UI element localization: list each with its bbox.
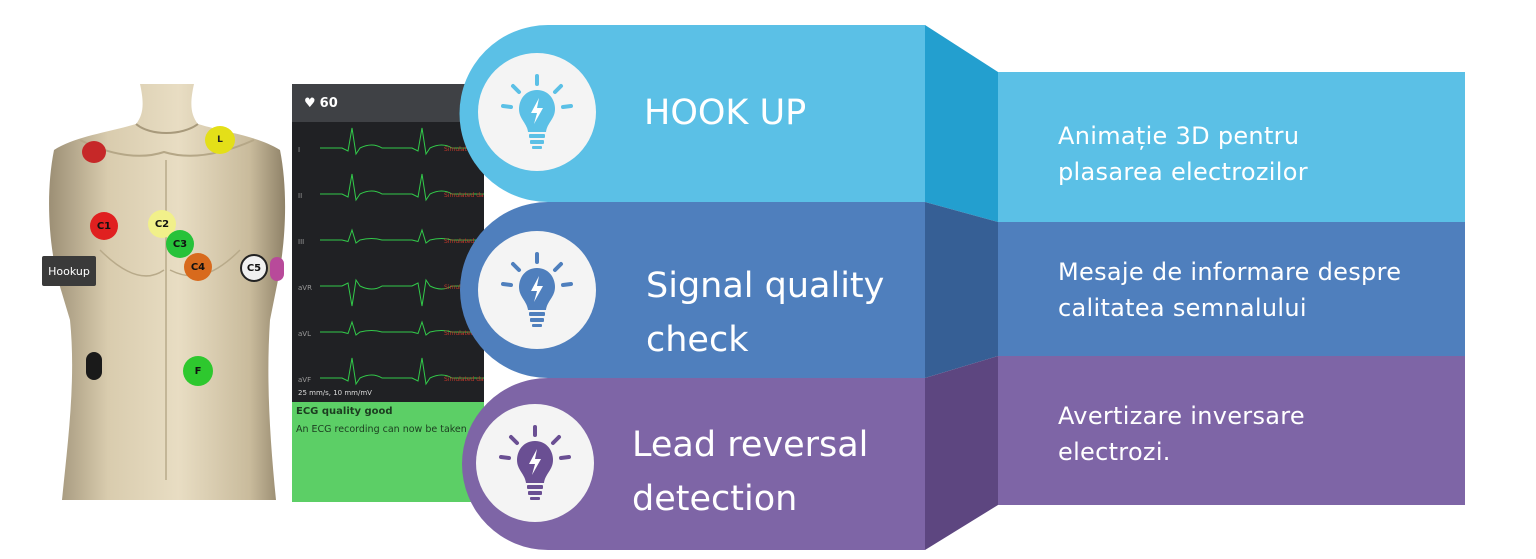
band-fold-signal: [925, 202, 998, 378]
ecg-trace-i: [320, 127, 484, 156]
feature-desc-hookup: Animație 3D pentru plasarea electrozilor: [1058, 122, 1308, 186]
electrode-label: C5: [246, 262, 262, 274]
lightbulb-icon: [499, 425, 571, 500]
heart-rate-value: 60: [319, 95, 338, 111]
feature-title-hookup: HOOK UP: [644, 93, 807, 133]
icon-circle-lead: [476, 404, 594, 522]
band-fold-lead: [925, 356, 998, 550]
electrode-c5[interactable]: C5: [240, 254, 268, 282]
electrode-label: C3: [172, 238, 188, 250]
electrode-c3[interactable]: C3: [166, 230, 194, 258]
band-title-lead: [462, 378, 925, 550]
ecg-trace-avf: [320, 357, 484, 386]
ecg-trace-ii: [320, 173, 484, 202]
band-desc-signal: [998, 222, 1465, 356]
electrode-r[interactable]: [82, 141, 106, 163]
ecg-scale-label: 25 mm/s, 10 mm/mV: [298, 389, 372, 397]
electrode-label: C2: [154, 218, 170, 230]
ecg-watermark: Simulated data: [444, 146, 484, 153]
electrode-label: L: [217, 135, 223, 145]
hookup-tooltip: Hookup: [42, 256, 96, 286]
ecg-watermark: Simulated data: [444, 238, 484, 245]
torso-body-graphic: [49, 84, 286, 500]
ecg-status-title: ECG quality good: [296, 406, 393, 417]
band-fold-hookup: [925, 25, 998, 222]
ecg-lead-label: II: [298, 192, 302, 200]
feature-desc-lead: Avertizare inversare electrozi.: [1058, 402, 1305, 466]
ecg-lead-label: I: [298, 146, 300, 154]
ecg-trace-avl: [320, 320, 484, 336]
ecg-status-box: ECG quality good An ECG recording can no…: [292, 402, 484, 502]
electrode-label: C4: [190, 261, 206, 273]
ecg-trace-avr: [320, 278, 484, 307]
ecg-lead-label: aVR: [298, 284, 312, 292]
feature-title-signal: Signal quality check: [646, 266, 885, 360]
electrode-c4[interactable]: C4: [184, 253, 212, 281]
electrode-label: C1: [96, 220, 112, 232]
electrode-label: F: [194, 365, 202, 377]
icon-circle-signal: [478, 231, 596, 349]
ecg-trace-iii: [320, 228, 484, 244]
ecg-header: ♥ 60: [292, 84, 484, 122]
ecg-lead-label: III: [298, 238, 304, 246]
electrode-l[interactable]: L: [205, 126, 235, 154]
icon-circle-hookup: [478, 53, 596, 171]
lightbulb-icon: [501, 252, 573, 327]
band-desc-lead: [998, 356, 1465, 505]
torso-illustration: [40, 80, 292, 500]
electrode-n[interactable]: [86, 352, 102, 380]
lightbulb-icon: [501, 74, 573, 149]
ecg-status-message: An ECG recording can now be taken: [296, 424, 467, 435]
heart-pulse-icon: ♥: [304, 95, 316, 111]
electrode-c1[interactable]: C1: [90, 212, 118, 240]
electrode-c6[interactable]: [270, 257, 284, 281]
ecg-watermark: Simulated data: [444, 376, 484, 383]
feature-desc-signal: Mesaje de informare despre calitatea sem…: [1058, 258, 1402, 322]
electrode-f[interactable]: F: [183, 356, 213, 386]
feature-title-lead: Lead reversal detection: [632, 425, 869, 519]
ecg-lead-label: aVF: [298, 376, 311, 384]
ecg-lead-label: aVL: [298, 330, 311, 338]
band-desc-hookup: [998, 72, 1465, 222]
ecg-watermark: Simulated data: [444, 330, 484, 337]
ecg-watermark: Simulated data: [444, 192, 484, 199]
